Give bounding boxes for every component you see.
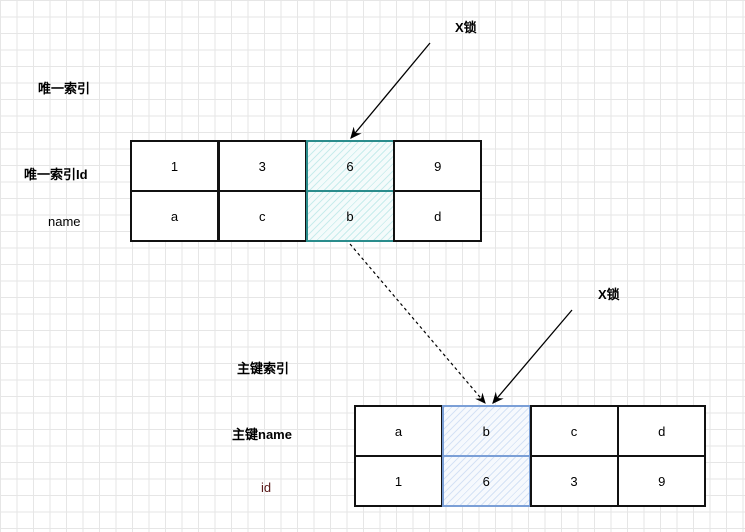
lookup-dotted-arrow [349,243,486,404]
table-cell: a [130,190,219,242]
table-cell: c [529,405,619,457]
table-cell: 1 [354,455,443,507]
table-cell: 3 [529,455,619,507]
table-cell: 9 [393,140,483,192]
table-cell: a [354,405,443,457]
row-label-unique-id: 唯一索引Id [24,167,88,182]
lock-label-unique: X锁 [455,20,477,35]
table-cell: 1 [130,140,219,192]
table-cell: 3 [217,140,307,192]
locked-cell: b [441,405,531,457]
row-label-name: name [48,214,81,229]
row-label-id: id [261,480,272,495]
table-cell: d [393,190,483,242]
lock-arrow-primary [492,309,573,404]
unique-index-title: 唯一索引 [38,81,91,96]
lock-arrow-unique [350,42,431,139]
locked-cell: b [305,190,395,242]
locked-cell: 6 [305,140,395,192]
table-cell: 9 [617,455,707,507]
row-label-primary-name: 主键name [232,427,292,442]
primary-index-title: 主键索引 [237,361,290,376]
locked-cell: 6 [441,455,531,507]
table-cell: c [217,190,307,242]
lock-label-primary: X锁 [598,287,620,302]
table-cell: d [617,405,707,457]
